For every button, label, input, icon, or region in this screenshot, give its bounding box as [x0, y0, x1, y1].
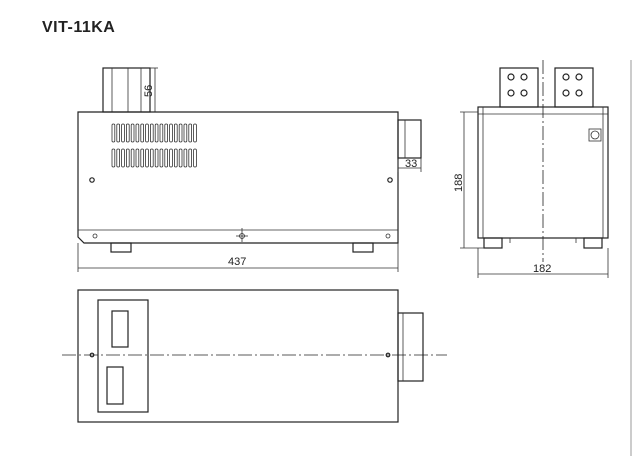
dimension-terminal-height: 56 [143, 85, 155, 97]
dimension-length: 437 [228, 256, 246, 268]
drawing-title: VIT-11KA [42, 19, 116, 36]
vent-slot [188, 123, 193, 143]
vent-slot [121, 148, 125, 168]
screw-bottom-right [385, 233, 391, 239]
vent-slot [130, 148, 135, 168]
vent-slot [193, 123, 197, 143]
vent-slot [135, 148, 140, 168]
terminal-plate [97, 299, 149, 413]
vent-slot [116, 148, 121, 168]
terminal-left [499, 67, 539, 108]
vent-slot [178, 123, 183, 143]
dimension-width: 182 [533, 263, 551, 275]
vent-slot [140, 123, 145, 143]
vent-slot [164, 148, 169, 168]
terminal-hole [520, 73, 528, 81]
vent-slot [149, 123, 154, 143]
vent-slot [154, 123, 159, 143]
top-side-connector [397, 312, 424, 382]
vent-slot [111, 123, 116, 143]
dimension-height: 188 [453, 174, 465, 192]
vent-slot [145, 148, 149, 168]
terminal-window-bottom [106, 366, 124, 405]
vent-slot [183, 123, 188, 143]
terminal-hole [520, 89, 528, 97]
terminal-hole [562, 89, 570, 97]
vent-slot [188, 148, 193, 168]
side-foot-right [583, 237, 603, 249]
mount-hole-right [387, 177, 393, 183]
vent-slot [126, 148, 130, 168]
vent-slot [154, 148, 159, 168]
vent-slot [111, 148, 116, 168]
vent-slot [173, 123, 178, 143]
terminal-hole [575, 73, 583, 81]
terminal-window-top [111, 310, 129, 348]
vent-slot [121, 123, 125, 143]
screw-bottom-left [92, 233, 98, 239]
vent-slot [116, 123, 121, 143]
vent-slot [169, 123, 173, 143]
vent-slot [164, 123, 169, 143]
ground-symbol [588, 128, 602, 142]
vent-slot [159, 123, 164, 143]
vent-slot [193, 148, 197, 168]
front-body-outline [77, 111, 399, 244]
ventilation-louvers [111, 123, 197, 168]
dimension-side-offset: 33 [405, 158, 417, 170]
top-body-outline [77, 289, 399, 423]
terminal-right [554, 67, 594, 108]
side-connector [397, 119, 422, 159]
foot-left [110, 242, 132, 253]
vent-slot [135, 123, 140, 143]
vent-slot [183, 148, 188, 168]
terminal-hole [507, 73, 515, 81]
top-view [62, 289, 447, 423]
vent-slot [145, 123, 149, 143]
vent-slot [126, 123, 130, 143]
foot-right [352, 242, 374, 253]
center-screw-mark [236, 228, 248, 242]
vent-slot [159, 148, 164, 168]
terminal-hole [575, 89, 583, 97]
side-view: 188 182 [453, 60, 609, 278]
vent-slot [178, 148, 183, 168]
terminal-holes [507, 73, 583, 97]
terminal-hole [562, 73, 570, 81]
front-view: 56 33 437 [77, 67, 422, 272]
terminal-hole [507, 89, 515, 97]
vent-slot [149, 148, 154, 168]
side-foot-left [483, 237, 503, 249]
vent-slot [140, 148, 145, 168]
vent-slot [169, 148, 173, 168]
vent-slot [130, 123, 135, 143]
vent-slot [173, 148, 178, 168]
mount-hole-left [89, 177, 95, 183]
